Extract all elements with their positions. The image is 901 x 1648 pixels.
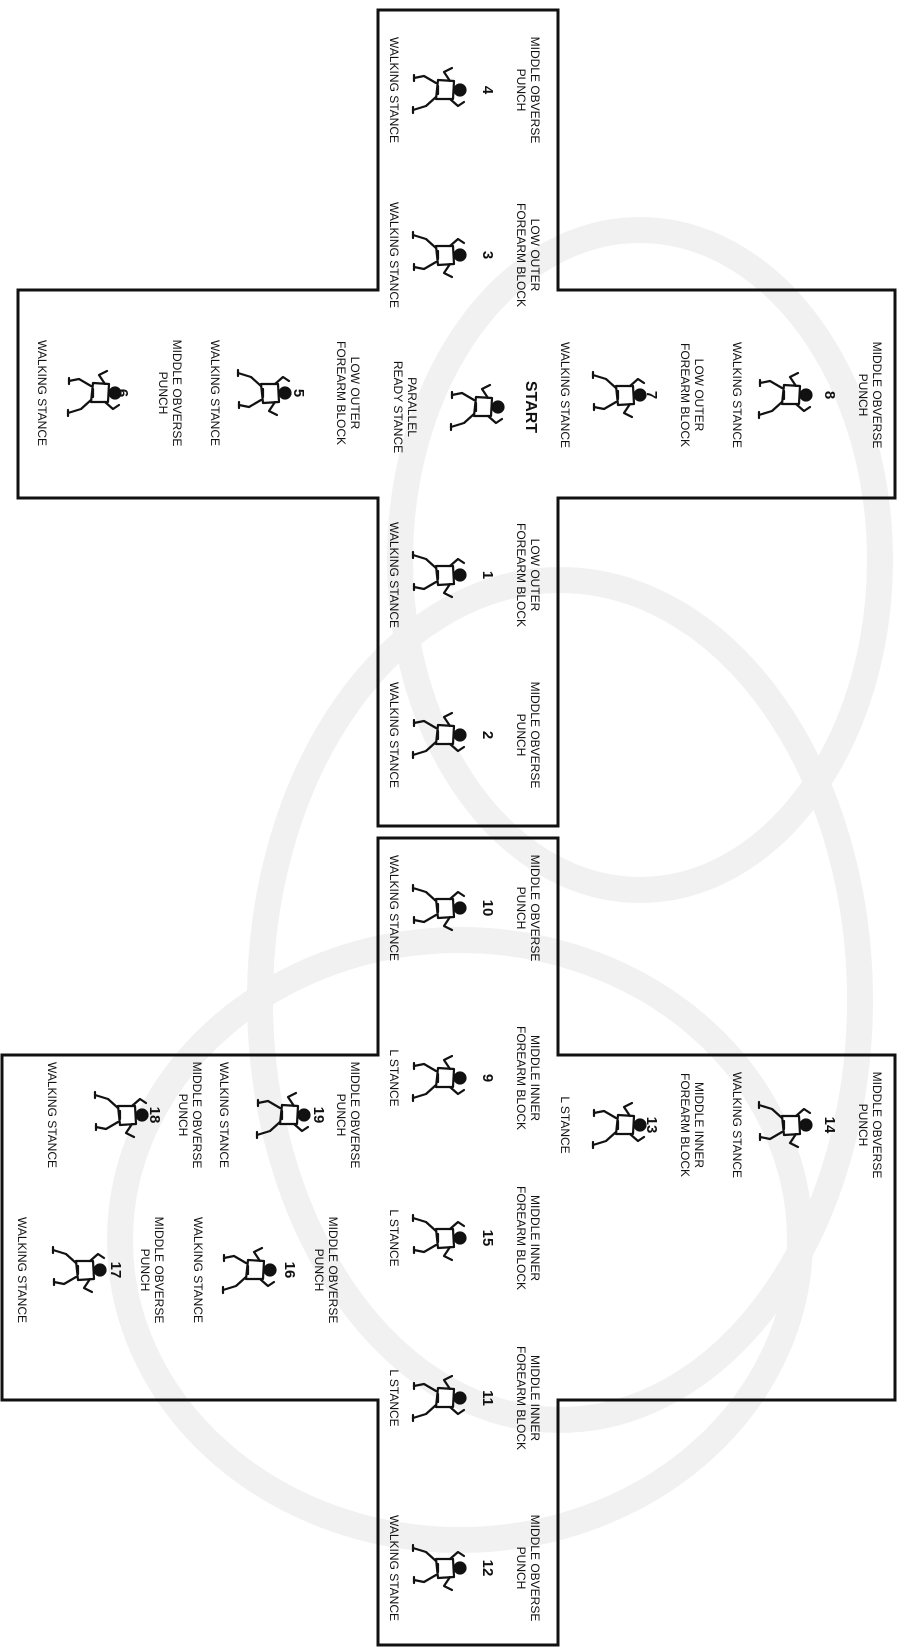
move-number-10-line-1: 9 <box>480 1074 494 1082</box>
technique-label-8-line-1: MIDDLE OBVERSE <box>528 682 542 789</box>
technique-label-5-line-2: FOREARM BLOCK <box>334 341 348 445</box>
martial-artist-figure-icon <box>409 1047 471 1109</box>
move-number-0-line-1: 4 <box>480 86 494 94</box>
move-number-18-line-1: 11 <box>480 1390 494 1406</box>
martial-artist-figure-icon <box>219 1239 281 1301</box>
move-number-9-line-1: 10 <box>480 900 494 917</box>
technique-label-17-line-2: PUNCH <box>138 1217 152 1324</box>
technique-label-6-line-1: MIDDLE OBVERSE <box>170 340 184 447</box>
stance-label-12-line-1: L STANCE <box>558 1096 572 1153</box>
technique-label-9-line-2: PUNCH <box>514 855 528 962</box>
martial-artist-figure-icon <box>409 224 471 286</box>
martial-artist-figure-icon <box>64 362 126 424</box>
martial-artist-figure-icon <box>447 376 509 438</box>
technique-label-1-line-1: LOW OUTER <box>528 203 542 307</box>
stance-label-17-line-1: WALKING STANCE <box>15 1217 29 1323</box>
technique-label-18-line-1: MIDDLE INNER <box>528 1346 542 1450</box>
martial-artist-figure-icon <box>409 1537 471 1599</box>
technique-label-0-line-1: MIDDLE OBVERSE <box>528 37 542 144</box>
stance-label-16-line-1: WALKING STANCE <box>191 1217 205 1323</box>
stance-label-11-line-1: WALKING STANCE <box>730 1072 744 1178</box>
martial-artist-figure-icon <box>755 364 817 426</box>
martial-artist-figure-icon <box>409 1207 471 1269</box>
technique-label-8-line-2: PUNCH <box>514 682 528 789</box>
technique-label-13-line-2: FOREARM BLOCK <box>514 1186 528 1290</box>
move-number-13-line-1: 15 <box>480 1230 494 1247</box>
technique-label-2-line-1: MIDDLE OBVERSE <box>870 342 884 449</box>
stance-label-0-line-1: WALKING STANCE <box>387 37 401 143</box>
technique-label-19-line-2: PUNCH <box>514 1515 528 1622</box>
technique-label-12-line-2: FOREARM BLOCK <box>678 1073 692 1177</box>
stance-label-13-line-1: L STANCE <box>387 1209 401 1266</box>
technique-label-3-line-1: LOW OUTER <box>692 343 706 447</box>
technique-label-16-line-1: MIDDLE OBVERSE <box>326 1217 340 1324</box>
martial-artist-figure-icon <box>91 1084 153 1146</box>
stance-label-1-line-1: WALKING STANCE <box>387 202 401 308</box>
martial-artist-figure-icon <box>409 544 471 606</box>
stance-label-15-line-1: WALKING STANCE <box>45 1062 59 1168</box>
stance-label-14-line-1: WALKING STANCE <box>217 1062 231 1168</box>
technique-label-10-line-2: FOREARM BLOCK <box>514 1026 528 1130</box>
move-number-16-line-1: 16 <box>282 1262 296 1279</box>
martial-artist-figure-icon <box>234 362 296 424</box>
stance-label-3-line-1: WALKING STANCE <box>558 342 572 448</box>
martial-artist-figure-icon <box>589 364 651 426</box>
technique-label-17-line-1: MIDDLE OBVERSE <box>152 1217 166 1324</box>
technique-label-15-line-1: MIDDLE OBVERSE <box>190 1062 204 1169</box>
martial-artist-figure-icon <box>589 1094 651 1156</box>
technique-label-11-line-1: MIDDLE OBVERSE <box>870 1072 884 1179</box>
martial-artist-figure-icon <box>755 1094 817 1156</box>
technique-label-6-line-2: PUNCH <box>156 340 170 447</box>
stance-label-9-line-1: WALKING STANCE <box>387 855 401 961</box>
stance-label-18-line-1: L STANCE <box>387 1369 401 1426</box>
stance-label-4-line-2: READY STANCE <box>391 361 405 453</box>
move-number-19-line-1: 12 <box>480 1560 494 1577</box>
move-number-2-line-1: 8 <box>822 391 836 399</box>
technique-label-14-line-1: MIDDLE OBVERSE <box>348 1062 362 1169</box>
technique-label-0-line-2: PUNCH <box>514 37 528 144</box>
technique-label-5-line-1: LOW OUTER <box>348 341 362 445</box>
stance-label-7-line-1: WALKING STANCE <box>387 522 401 628</box>
technique-label-19-line-1: MIDDLE OBVERSE <box>528 1515 542 1622</box>
martial-artist-figure-icon <box>409 704 471 766</box>
technique-label-1-line-2: FOREARM BLOCK <box>514 203 528 307</box>
martial-artist-figure-icon <box>49 1239 111 1301</box>
technique-label-18-line-2: FOREARM BLOCK <box>514 1346 528 1450</box>
stance-label-6-line-1: WALKING STANCE <box>35 340 49 446</box>
stance-label-10-line-1: L STANCE <box>387 1049 401 1106</box>
stance-label-8-line-1: WALKING STANCE <box>387 682 401 788</box>
technique-label-2-line-2: PUNCH <box>856 342 870 449</box>
technique-label-7-line-2: FOREARM BLOCK <box>514 523 528 627</box>
move-number-11-line-1: 14 <box>822 1117 836 1134</box>
technique-label-13-line-1: MIDDLE INNER <box>528 1186 542 1290</box>
technique-label-10-line-1: MIDDLE INNER <box>528 1026 542 1130</box>
martial-artist-figure-icon <box>409 1367 471 1429</box>
technique-label-7-line-1: LOW OUTER <box>528 523 542 627</box>
start-label-line-1: START <box>523 381 537 433</box>
technique-label-16-line-2: PUNCH <box>312 1217 326 1324</box>
stance-label-19-line-1: WALKING STANCE <box>387 1515 401 1621</box>
martial-artist-figure-icon <box>253 1084 315 1146</box>
technique-label-9-line-1: MIDDLE OBVERSE <box>528 855 542 962</box>
move-number-8-line-1: 2 <box>480 731 494 739</box>
technique-label-12-line-1: MIDDLE INNER <box>692 1073 706 1177</box>
stance-label-4-line-1: PARALLEL <box>405 361 419 453</box>
move-number-1-line-1: 3 <box>480 251 494 259</box>
martial-artist-figure-icon <box>409 59 471 121</box>
technique-label-11-line-2: PUNCH <box>856 1072 870 1179</box>
technique-label-14-line-2: PUNCH <box>334 1062 348 1169</box>
martial-artist-figure-icon <box>409 877 471 939</box>
stance-label-5-line-1: WALKING STANCE <box>208 340 222 446</box>
move-number-7-line-1: 1 <box>480 571 494 579</box>
technique-label-15-line-2: PUNCH <box>176 1062 190 1169</box>
stance-label-2-line-1: WALKING STANCE <box>730 342 744 448</box>
technique-label-3-line-2: FOREARM BLOCK <box>678 343 692 447</box>
